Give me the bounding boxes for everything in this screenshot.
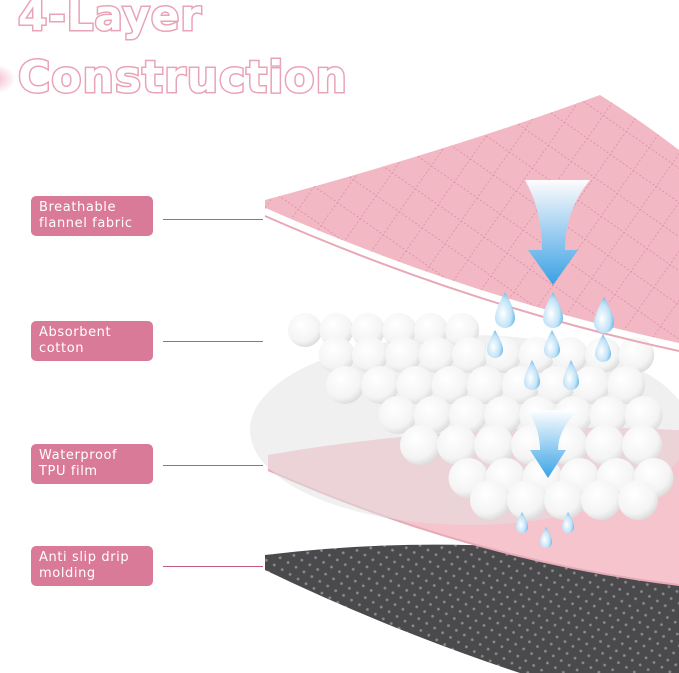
cotton-ball: [451, 337, 488, 373]
cotton-ball: [484, 396, 522, 434]
cotton-ball: [319, 313, 354, 347]
cotton-ball: [385, 337, 422, 373]
label-text: Absorbent: [39, 325, 112, 340]
cotton-ball: [572, 366, 610, 404]
arrow-down-icon: [528, 410, 578, 478]
cotton-ball: [589, 396, 628, 434]
cotton-ball: [413, 396, 452, 434]
label-cotton: Absorbent cotton: [31, 321, 153, 361]
label-text: Breathable: [39, 200, 117, 215]
cotton-ball: [507, 480, 547, 520]
cotton-ball: [618, 480, 658, 520]
cotton-ball: [618, 337, 655, 373]
cotton-ball: [624, 396, 663, 434]
title-accent: [0, 64, 16, 94]
leader-line: [163, 465, 263, 466]
label-text: TPU film: [39, 464, 98, 479]
cotton-ball: [581, 480, 621, 520]
page-title: 4-Layer Construction: [17, 0, 349, 108]
cotton-ball: [418, 337, 455, 373]
cotton-ball: [474, 425, 514, 465]
cotton-ball: [470, 480, 510, 520]
label-text: Waterproof: [39, 448, 118, 463]
cotton-ball: [431, 366, 470, 404]
cotton-ball: [326, 366, 364, 404]
title-line-2: Construction: [17, 51, 349, 105]
cotton-ball: [400, 425, 440, 465]
cotton-ball: [437, 425, 477, 465]
cotton-ball: [466, 366, 505, 404]
flannel-layer: [265, 95, 679, 345]
title-line-1: 4-Layer: [17, 0, 203, 42]
water-drop-icon: [516, 512, 574, 548]
cotton-ball: [607, 366, 646, 404]
label-anti-slip: Anti slip drip molding: [31, 546, 153, 586]
cotton-ball: [396, 366, 435, 404]
cotton-ball: [351, 337, 388, 373]
leader-line: [163, 341, 263, 342]
label-flannel: Breathable flannel fabric: [31, 196, 153, 236]
cotton-ball: [622, 425, 662, 465]
anti-slip-layer: [265, 544, 679, 673]
cotton-ball: [448, 396, 487, 434]
cotton-ball: [318, 337, 355, 373]
cotton-ball: [361, 366, 400, 404]
leader-line: [163, 566, 263, 567]
cotton-ball: [551, 337, 588, 373]
cotton-ball: [544, 480, 584, 520]
cotton-ball: [378, 396, 417, 434]
water-drop-icon: [487, 292, 614, 390]
leader-line: [163, 219, 263, 220]
cotton-ball: [585, 425, 625, 465]
label-text: cotton: [39, 341, 85, 356]
label-tpu: Waterproof TPU film: [31, 444, 153, 484]
cotton-ball: [288, 313, 322, 347]
label-text: flannel fabric: [39, 216, 133, 231]
label-text: Anti slip drip: [39, 550, 130, 565]
arrow-down-icon: [525, 180, 590, 285]
label-text: molding: [39, 566, 96, 581]
